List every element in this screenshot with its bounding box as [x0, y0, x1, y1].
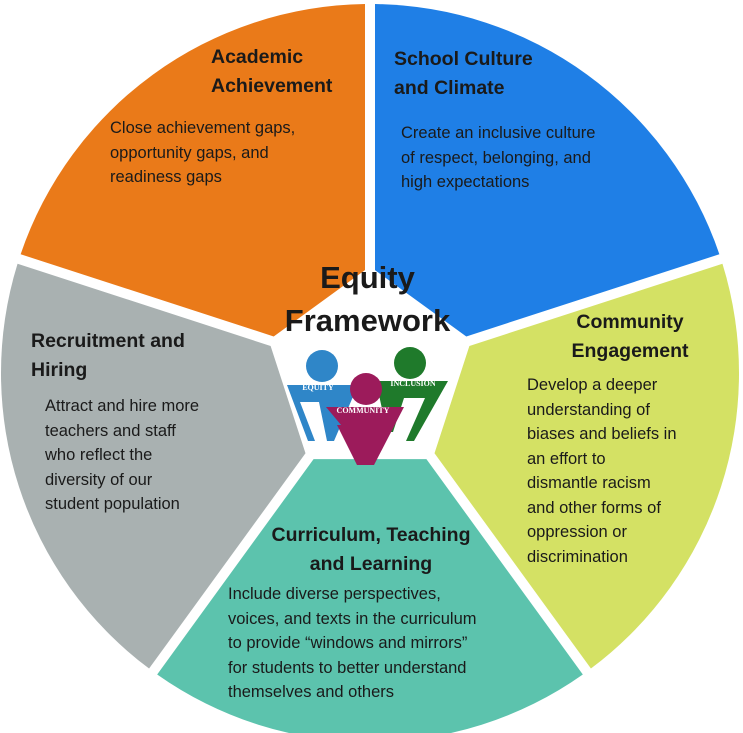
recruitment-description: Attract and hire more teachers and staff… [45, 394, 199, 517]
community-title: Community Engagement [555, 308, 705, 366]
segment-academic-achievement [20, 4, 365, 337]
culture-title-line: School Culture [394, 48, 533, 70]
academic-desc-line: readiness gaps [110, 168, 222, 186]
center-title-line-1: Equity [320, 260, 415, 295]
community-desc-line: Develop a deeper [527, 376, 658, 394]
recruitment-desc-line: student population [45, 495, 180, 513]
segment-curriculum-teaching [157, 459, 583, 733]
academic-desc-line: Close achievement gaps, [110, 119, 296, 137]
curriculum-desc-line: to provide “windows and mirrors” [228, 634, 468, 652]
equity-logo-label: EQUITY [302, 383, 334, 392]
center-title: Equity Framework [265, 256, 470, 342]
academic-description: Close achievement gaps, opportunity gaps… [110, 116, 295, 190]
community-desc-line: dismantle racism [527, 474, 651, 492]
segment-recruitment-hiring [0, 263, 306, 669]
recruitment-title: Recruitment and Hiring [31, 327, 185, 385]
recruitment-desc-line: Attract and hire more [45, 397, 200, 415]
curriculum-title: Curriculum, Teaching and Learning [255, 521, 487, 579]
community-desc-line: oppression or [527, 523, 627, 541]
center-title-line-2: Framework [284, 303, 451, 338]
culture-title-line: and Climate [394, 77, 505, 99]
recruitment-desc-line: diversity of our [45, 470, 153, 489]
academic-title-line: Achievement [211, 75, 333, 97]
community-desc-line: and other forms of [527, 498, 661, 517]
curriculum-title-line: and Learning [309, 553, 433, 575]
academic-title-line: Academic [211, 46, 304, 68]
community-desc-line: an effort to [527, 449, 606, 468]
community-desc-line: discrimination [527, 547, 628, 566]
curriculum-title-line: Curriculum, Teaching [271, 524, 471, 546]
culture-desc-line: of respect, belonging, and [401, 148, 591, 167]
curriculum-desc-line: for students to better understand [228, 658, 467, 677]
curriculum-desc-line: themselves and others [228, 683, 395, 701]
academic-title: Academic Achievement [211, 43, 332, 101]
equity-logo: EQUITY INCLUSION COMMUNITY [287, 347, 448, 465]
equity-figure-head [306, 350, 338, 382]
recruitment-desc-line: teachers and staff [45, 421, 176, 440]
inclusion-figure-head [394, 347, 426, 379]
curriculum-desc-line: voices, and texts in the curriculum [228, 609, 477, 628]
culture-desc-line: high expectations [401, 173, 530, 191]
inclusion-logo-label: INCLUSION [390, 379, 436, 388]
curriculum-desc-line: Include diverse perspectives, [228, 585, 441, 603]
community-description: Develop a deeper understanding of biases… [527, 373, 677, 569]
community-title-line: Engagement [571, 340, 689, 362]
curriculum-description: Include diverse perspectives, voices, an… [228, 582, 477, 705]
recruitment-title-line: Recruitment and [31, 330, 185, 352]
culture-desc-line: Create an inclusive culture [401, 124, 596, 142]
community-figure-head [350, 373, 382, 405]
culture-title: School Culture and Climate [394, 45, 533, 103]
community-figure-body [326, 407, 404, 465]
recruitment-desc-line: who reflect the [45, 446, 153, 464]
segment-school-culture [375, 4, 720, 337]
community-logo-label: COMMUNITY [337, 406, 390, 415]
recruitment-title-line: Hiring [31, 359, 88, 381]
academic-desc-line: opportunity gaps, and [110, 143, 269, 162]
equity-figure-body [287, 385, 358, 441]
community-desc-line: understanding of [527, 400, 650, 419]
community-title-line: Community [576, 311, 684, 333]
culture-description: Create an inclusive culture of respect, … [401, 121, 595, 195]
community-desc-line: biases and beliefs in [527, 425, 677, 443]
segment-community-engagement [434, 263, 739, 669]
